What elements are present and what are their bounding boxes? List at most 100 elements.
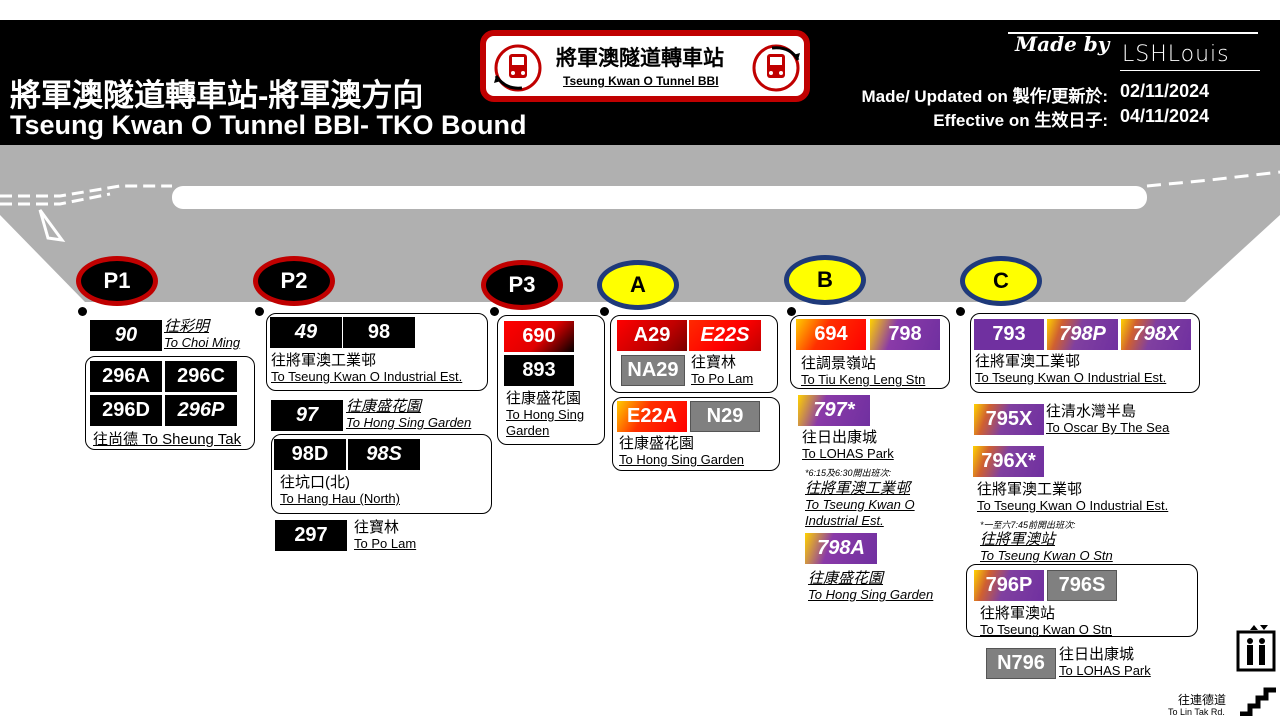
destination-label: 往日出康城 To LOHAS Park bbox=[802, 430, 894, 462]
route-badge-690: 690 bbox=[504, 321, 574, 352]
route-badge-296p: 296P bbox=[165, 395, 237, 426]
logo-title-en: Tseung Kwan O Tunnel BBI bbox=[563, 74, 719, 88]
route-badge-98d: 98D bbox=[274, 439, 346, 470]
route-badge-a29: A29 bbox=[617, 320, 687, 351]
route-badge-797: 797* bbox=[798, 395, 870, 426]
service-note: *6:15及6:30開出班次: bbox=[805, 468, 892, 478]
destination-en: To LOHAS Park bbox=[802, 446, 894, 461]
made-by-label: Made by bbox=[1015, 32, 1110, 56]
route-badge-893: 893 bbox=[504, 355, 574, 386]
route-badge-796x: 796X* bbox=[973, 446, 1044, 477]
stop-marker bbox=[490, 307, 499, 316]
destination-zh: 往清水灣半島 bbox=[1046, 403, 1137, 420]
destination-zh: 往坑口(北) bbox=[280, 474, 350, 491]
bay-label: B bbox=[817, 267, 833, 292]
bay-label: P3 bbox=[508, 272, 536, 297]
destination-label: 往調景嶺站 To Tiu Keng Leng Stn bbox=[801, 356, 925, 388]
route-group-p1 bbox=[85, 356, 255, 450]
route-badge-n29: N29 bbox=[690, 401, 760, 432]
stop-marker bbox=[78, 307, 87, 316]
author-name: LSHLouis bbox=[1122, 42, 1230, 67]
bbi-logo: 將軍澳隧道轉車站 Tseung Kwan O Tunnel BBI bbox=[480, 30, 810, 102]
destination-en: Industrial Est. bbox=[805, 513, 884, 528]
lift-icon bbox=[1236, 625, 1276, 672]
destination-zh: 往康盛花園 bbox=[619, 435, 695, 452]
destination-label: 往將軍澳站 To Tseung Kwan O Stn bbox=[980, 606, 1112, 638]
stop-marker bbox=[956, 307, 965, 316]
route-group-c bbox=[970, 313, 1200, 393]
destination-label: 往康盛花園 To Hong Sing Garden bbox=[346, 399, 471, 431]
destination-en: To Hong Sing bbox=[506, 407, 585, 422]
route-badge-798a: 798A bbox=[805, 533, 877, 564]
destination-zh: 往將軍澳工業邨 bbox=[975, 353, 1081, 370]
bay-a: A bbox=[597, 260, 679, 310]
author-underline bbox=[1120, 70, 1260, 71]
destination-zh: 往將軍澳工業邨 bbox=[271, 352, 377, 369]
destination-en: To Tseung Kwan O Stn bbox=[980, 622, 1113, 637]
destination-zh: 往康盛花園 bbox=[808, 570, 884, 587]
route-badge-e22a: E22A bbox=[617, 401, 687, 432]
destination-label: 往寶林 To Po Lam bbox=[354, 520, 416, 552]
destination-zh: 往將軍澳工業邨 bbox=[805, 480, 911, 497]
destination-label: 往將軍澳工業邨 To Tseung Kwan O Industrial Est. bbox=[975, 354, 1166, 386]
destination-en: To Tseung Kwan O bbox=[805, 497, 915, 512]
bay-p3: P3 bbox=[481, 260, 563, 310]
route-badge-798x: 798X bbox=[1121, 319, 1191, 350]
route-badge-795x: 795X bbox=[974, 404, 1044, 435]
route-badge-n796: N796 bbox=[986, 648, 1056, 679]
stairs-icon bbox=[1240, 687, 1276, 716]
destination-zh: 往康盛花園 bbox=[506, 390, 582, 407]
destination-zh: 往將軍澳站 bbox=[980, 605, 1056, 622]
destination-zh: 往彩明 bbox=[164, 318, 210, 335]
bay-b: B bbox=[784, 255, 866, 305]
destination-zh: 往寶林 bbox=[354, 519, 400, 536]
destination-label: 往將軍澳工業邨 To Tseung Kwan O Industrial Est. bbox=[271, 353, 462, 385]
route-group-a-b bbox=[612, 397, 780, 471]
route-badge-90: 90 bbox=[90, 320, 162, 351]
stop-marker bbox=[600, 307, 609, 316]
destination-label: 往日出康城 To LOHAS Park bbox=[1059, 647, 1151, 679]
destination-en: To Oscar By The Sea bbox=[1046, 420, 1170, 435]
route-badge-na29: NA29 bbox=[621, 355, 685, 386]
route-group-p3 bbox=[497, 315, 605, 445]
destination-en: To Choi Ming bbox=[164, 335, 241, 350]
route-badge-296d: 296D bbox=[90, 395, 162, 426]
destination-en: To Tseung Kwan O Stn bbox=[980, 548, 1113, 563]
destination-label: 往將軍澳工業邨 To Tseung Kwan O Industrial Est. bbox=[805, 481, 915, 529]
route-badge-98s: 98S bbox=[348, 439, 420, 470]
destination-label: 往將軍澳站 To Tseung Kwan O Stn bbox=[980, 532, 1113, 564]
route-badge-97: 97 bbox=[271, 400, 343, 431]
route-badge-e22s: E22S bbox=[689, 320, 761, 351]
destination-label: 往康盛花園 To Hong Sing Garden bbox=[808, 571, 933, 603]
destination-en: To Hong Sing Garden bbox=[808, 587, 934, 602]
exit-label-zh: 往連德道 bbox=[1178, 693, 1227, 707]
bus-icon bbox=[494, 44, 542, 92]
route-badge-98: 98 bbox=[343, 317, 415, 348]
bay-label: C bbox=[993, 268, 1009, 293]
destination-zh: 往將軍澳站 bbox=[980, 531, 1056, 548]
destination-zh: 往寶林 bbox=[691, 354, 737, 371]
logo-title-zh: 將軍澳隧道轉車站 bbox=[556, 47, 724, 70]
route-group-p2-b bbox=[271, 434, 492, 514]
route-group-a bbox=[610, 315, 778, 393]
destination-label: 往清水灣半島 To Oscar By The Sea bbox=[1046, 404, 1169, 436]
updated-label: Made/ Updated on 製作/更新於: bbox=[861, 87, 1109, 106]
destination-en: To Po Lam bbox=[354, 536, 417, 551]
bus-icon bbox=[752, 44, 800, 92]
destination-label: 往將軍澳工業邨 To Tseung Kwan O Industrial Est. bbox=[977, 482, 1168, 514]
stop-marker bbox=[255, 307, 264, 316]
destination-label: 往坑口(北) To Hang Hau (North) bbox=[280, 475, 400, 507]
effective-label: Effective on 生效日子: bbox=[933, 111, 1108, 130]
page-title-zh: 將軍澳隧道轉車站-將軍澳方向 bbox=[10, 78, 424, 113]
route-group-c-b bbox=[966, 564, 1198, 637]
destination-label: 往康盛花園 To Hong Sing Garden bbox=[506, 391, 584, 439]
route-badge-296c: 296C bbox=[165, 361, 237, 392]
destination-zh: 往調景嶺站 bbox=[801, 355, 877, 372]
effective-date: 04/11/2024 bbox=[1120, 106, 1210, 126]
bay-label: A bbox=[630, 272, 646, 297]
destination-zh: 往康盛花園 bbox=[346, 398, 422, 415]
page-title-en: Tseung Kwan O Tunnel BBI- TKO Bound bbox=[10, 110, 527, 140]
route-badge-798p: 798P bbox=[1047, 319, 1118, 350]
route-badge-297: 297 bbox=[275, 520, 347, 551]
destination-label: 往尚德 To Sheung Tak bbox=[93, 431, 241, 448]
